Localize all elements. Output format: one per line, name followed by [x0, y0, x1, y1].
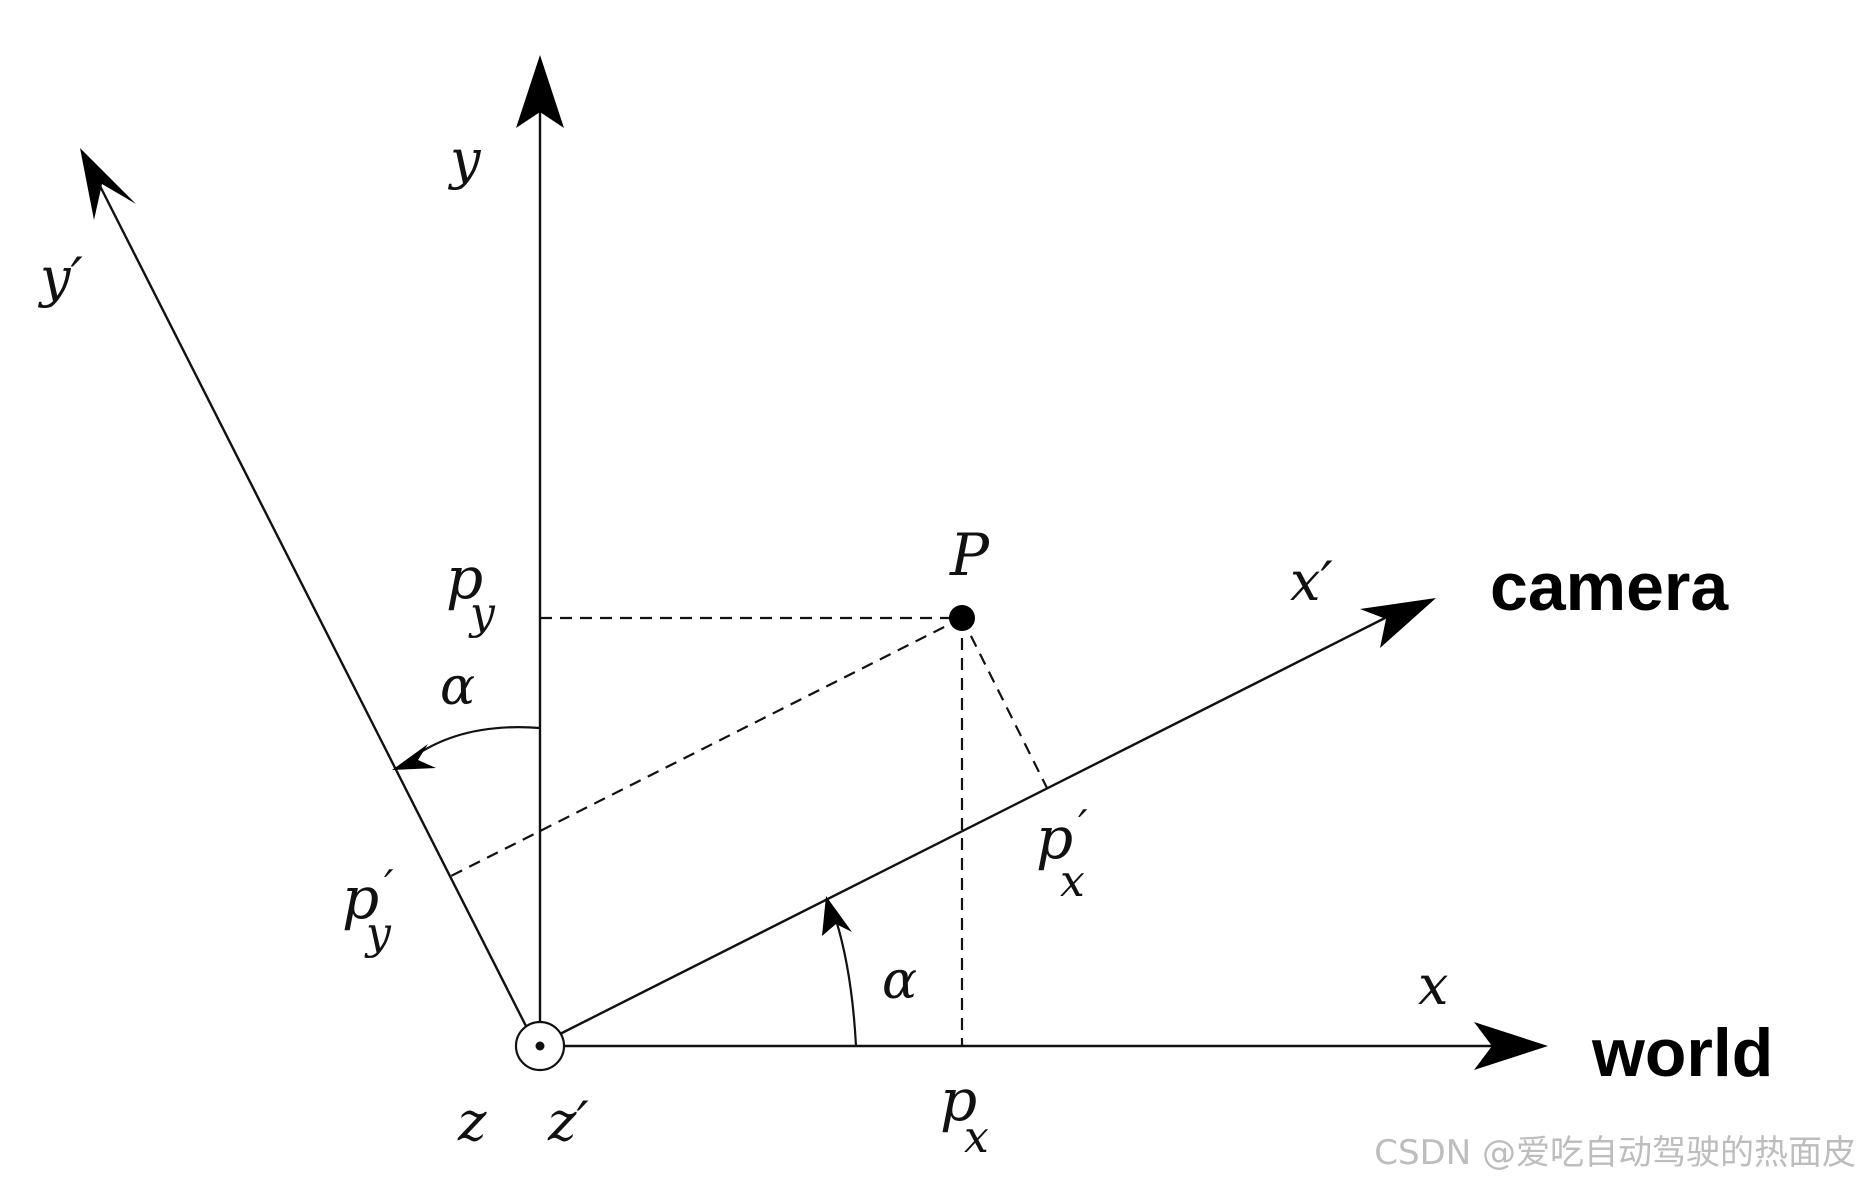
label-p-y-prime-base: p — [342, 864, 379, 932]
label-p-y-subscript: y — [468, 588, 496, 639]
frame-label-world: world — [1591, 1015, 1773, 1091]
label-p-x-prime-mark: ′ — [1078, 801, 1088, 850]
world-x-arrowhead — [1474, 1022, 1548, 1070]
point-P — [949, 605, 975, 631]
label-p-y-prime: p ′ y — [342, 861, 394, 959]
label-p-x: p x — [940, 1066, 989, 1163]
camera-y-prime-axis — [98, 185, 532, 1035]
label-p-x-base: p — [940, 1066, 977, 1134]
world-y-arrowhead — [516, 55, 564, 128]
label-p-y-prime-mark: ′ — [384, 861, 394, 910]
label-p-y: p y — [446, 544, 496, 639]
projection-px-prime-dashed — [961, 617, 1048, 789]
label-P: P — [949, 521, 990, 589]
origin-dot — [535, 1041, 545, 1051]
label-y: y — [448, 128, 482, 191]
label-p-y-prime-subscript: y — [364, 908, 392, 959]
label-p-x-prime-base: p — [1036, 804, 1073, 872]
label-x: x — [1418, 954, 1448, 1017]
camera-x-prime-axis — [551, 616, 1386, 1040]
label-p-x-prime-subscript: x — [1060, 856, 1085, 907]
camera-x-prime-arrowhead — [1360, 598, 1436, 648]
frame-label-camera: camera — [1490, 549, 1729, 625]
label-alpha-lower: α — [882, 951, 917, 1011]
label-p-x-subscript: x — [964, 1112, 989, 1163]
label-z: z — [457, 1090, 487, 1153]
projection-py-prime-dashed — [448, 617, 963, 878]
alpha-arc-upper — [411, 726, 541, 759]
alpha-arc-lower — [834, 919, 858, 1047]
label-x-prime: x′ — [1290, 550, 1333, 613]
alpha-arc-lower-arrowhead — [822, 896, 852, 936]
label-alpha-upper: α — [440, 657, 475, 717]
alpha-arc-upper-arrowhead — [392, 744, 436, 770]
watermark-text: CSDN @爱吃自动驾驶的热面皮 — [1374, 1133, 1856, 1173]
label-p-y-base: p — [446, 544, 483, 612]
label-y-prime: y′ — [38, 246, 83, 309]
camera-y-prime-arrowhead — [80, 148, 136, 220]
label-p-x-prime: p ′ x — [1036, 801, 1088, 907]
label-z-prime: z′ — [547, 1090, 589, 1153]
